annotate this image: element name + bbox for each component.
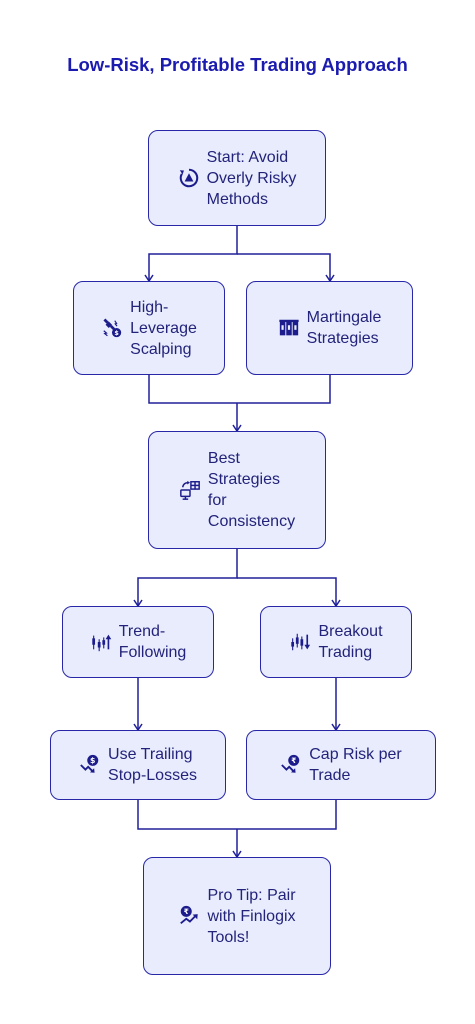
- svg-text:$: $: [90, 756, 95, 765]
- rupee-trend-up-icon: ₹: [178, 905, 200, 927]
- diagram-title: Low-Risk, Profitable Trading Approach: [67, 54, 408, 75]
- node-breakout-trading: Breakout Trading: [260, 606, 412, 678]
- node-cap-risk-per-trade: ₹ Cap Risk per Trade: [246, 730, 436, 800]
- node-high-leverage-scalping: $ High- Leverage Scalping: [73, 281, 225, 375]
- building-columns-icon: [278, 317, 300, 339]
- node-best-strategies: Best Strategies for Consistency: [148, 431, 326, 549]
- edge-best-to-trend: [133, 549, 238, 608]
- edge-trailing-to-tip: [137, 800, 337, 830]
- node-pro-tip: ₹ Pro Tip: Pair with Finlogix Tools!: [143, 857, 331, 975]
- monitor-table-icon: [179, 479, 201, 501]
- node-martingale-strategies-label: Martingale Strategies: [306, 309, 382, 347]
- candlestick-down-icon: [289, 631, 311, 653]
- node-trailing-stop-losses: $ Use Trailing Stop-Losses: [50, 730, 226, 800]
- edge-best-to-breakout: [237, 577, 341, 608]
- node-cap-risk-per-trade-label: Cap Risk per Trade: [309, 746, 402, 784]
- node-trailing-stop-losses-label: Use Trailing Stop-Losses: [108, 746, 197, 784]
- edge-start-to-martingale: [237, 253, 335, 283]
- svg-text:₹: ₹: [291, 756, 296, 765]
- satellite-money-icon: $: [101, 317, 123, 339]
- node-trend-following-label: Trend- Following: [118, 623, 187, 661]
- node-best-strategies-label: Best Strategies for Consistency: [207, 450, 296, 530]
- edge-start-to-high-leverage: [144, 226, 238, 283]
- circular-arrow-warning-icon: [178, 167, 200, 189]
- dollar-trend-down-icon: $: [79, 754, 101, 776]
- rupee-trend-down-icon: ₹: [280, 754, 302, 776]
- node-start-label: Start: Avoid Overly Risky Methods: [206, 148, 297, 208]
- svg-text:$: $: [114, 329, 119, 337]
- node-pro-tip-label: Pro Tip: Pair with Finlogix Tools!: [207, 886, 296, 946]
- edge-high-leverage-to-best: [148, 375, 331, 404]
- node-start: Start: Avoid Overly Risky Methods: [148, 130, 326, 226]
- node-breakout-trading-label: Breakout Trading: [318, 623, 383, 661]
- node-trend-following: Trend- Following: [62, 606, 214, 678]
- candlestick-up-icon: [90, 631, 112, 653]
- node-high-leverage-scalping-label: High- Leverage Scalping: [130, 298, 197, 358]
- node-martingale-strategies: Martingale Strategies: [246, 281, 413, 375]
- svg-text:₹: ₹: [184, 907, 189, 916]
